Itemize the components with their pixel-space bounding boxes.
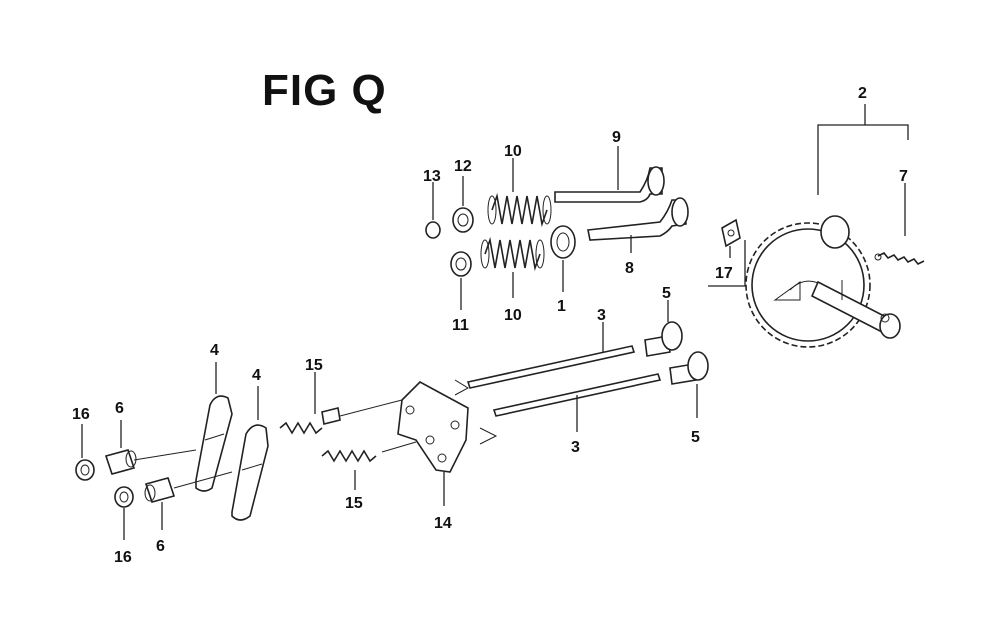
valve-retainer-small bbox=[452, 207, 474, 233]
valve-rotator bbox=[450, 251, 472, 277]
rocker-nut-upper bbox=[75, 459, 95, 481]
callout-13: 13 bbox=[423, 168, 441, 185]
callout-12: 12 bbox=[454, 158, 472, 175]
callout-5-upper: 5 bbox=[662, 285, 671, 302]
callout-17: 17 bbox=[715, 265, 733, 282]
callout-labels: 2 7 9 10 12 13 8 17 11 10 1 5 3 4 4 15 1… bbox=[72, 85, 908, 566]
assembly-line-3 bbox=[133, 449, 197, 461]
callout-3-lower: 3 bbox=[571, 439, 580, 456]
bracket-2-7 bbox=[817, 124, 909, 195]
valve-spring-lower bbox=[480, 236, 545, 272]
callout-4-right: 4 bbox=[252, 367, 261, 384]
callout-2: 2 bbox=[858, 85, 867, 102]
callout-10-lower: 10 bbox=[504, 307, 522, 324]
callout-1: 1 bbox=[557, 298, 566, 315]
rocker-arm-upper bbox=[195, 395, 233, 492]
figure-title: FIG Q bbox=[262, 66, 387, 115]
push-rod-upper bbox=[466, 345, 636, 389]
adjusting-nut-lower bbox=[144, 477, 176, 503]
decomp-spring bbox=[874, 251, 925, 266]
intake-valve bbox=[587, 197, 689, 241]
callout-11: 11 bbox=[452, 317, 469, 334]
callout-14: 14 bbox=[434, 515, 452, 532]
callout-10-upper: 10 bbox=[504, 143, 522, 160]
assembly-line-2 bbox=[381, 441, 417, 453]
callout-6-lower: 6 bbox=[156, 538, 165, 555]
callout-9: 9 bbox=[612, 129, 621, 146]
callout-3-upper: 3 bbox=[597, 307, 606, 324]
washer bbox=[721, 218, 741, 248]
assembly-line-1 bbox=[339, 399, 403, 417]
adjusting-nut-upper bbox=[104, 449, 137, 475]
assembly-line-4 bbox=[173, 471, 233, 489]
tappet-lower bbox=[669, 351, 709, 385]
callout-16-upper: 16 bbox=[72, 406, 90, 423]
callout-6-upper: 6 bbox=[115, 400, 124, 417]
exhaust-valve bbox=[554, 166, 665, 203]
callout-5-lower: 5 bbox=[691, 429, 700, 446]
axis-mark-upper bbox=[454, 379, 470, 396]
rocker-arm-lower bbox=[231, 424, 269, 521]
callout-7: 7 bbox=[899, 168, 908, 185]
rocker-pivot-bolt-lower bbox=[321, 449, 377, 463]
valve-spring-upper bbox=[487, 192, 552, 228]
tappet-upper bbox=[644, 321, 683, 357]
rocker-nut-lower bbox=[114, 486, 134, 508]
callout-8: 8 bbox=[625, 260, 634, 277]
callout-4-left: 4 bbox=[210, 342, 219, 359]
axis-mark-lower bbox=[479, 427, 498, 445]
camshaft-gear bbox=[745, 215, 901, 348]
callout-16-lower: 16 bbox=[114, 549, 132, 566]
callout-15-upper: 15 bbox=[305, 357, 323, 374]
callout-15-lower: 15 bbox=[345, 495, 363, 512]
rocker-pivot-bolt-upper bbox=[279, 407, 341, 435]
bracket-17 bbox=[708, 240, 746, 287]
valve-retainer bbox=[550, 225, 576, 259]
valve-cotter bbox=[425, 221, 441, 239]
rocker-arm-plate bbox=[397, 381, 469, 473]
